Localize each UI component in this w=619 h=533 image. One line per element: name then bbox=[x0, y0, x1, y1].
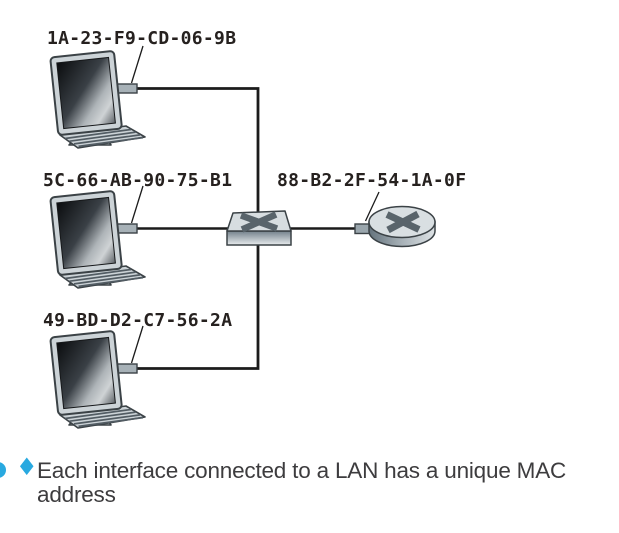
diamond-bullet-icon: ♦ bbox=[16, 453, 38, 481]
mac-label-host-3: 49-BD-D2-C7-56-2A bbox=[43, 310, 233, 331]
computer-icon bbox=[49, 329, 146, 429]
computer-icon bbox=[49, 49, 146, 149]
link-host1-switch bbox=[137, 87, 260, 213]
link-host3-switch bbox=[137, 245, 260, 370]
caption-text: Each interface connected to a LAN has a … bbox=[37, 459, 602, 506]
label-pointer-line bbox=[130, 185, 144, 224]
caption-line-1: Each interface connected to a LAN has a … bbox=[37, 458, 567, 483]
mac-label-host-2: 5C-66-AB-90-75-B1 bbox=[43, 170, 233, 191]
label-pointer-lines bbox=[130, 45, 380, 364]
label-pointer-line bbox=[364, 191, 380, 222]
mac-label-host-1: 1A-23-F9-CD-06-9B bbox=[47, 28, 237, 49]
mac-label-router: 88-B2-2F-54-1A-0F bbox=[277, 170, 467, 191]
label-pointer-line bbox=[130, 45, 144, 84]
label-pointer-line bbox=[130, 325, 144, 364]
clipped-bullet-icon bbox=[0, 462, 6, 478]
switch-icon bbox=[226, 210, 292, 246]
caption-line-2: address bbox=[37, 481, 116, 507]
router-icon bbox=[354, 205, 436, 248]
ethernet-links bbox=[137, 87, 356, 370]
computer-icon bbox=[49, 189, 146, 289]
